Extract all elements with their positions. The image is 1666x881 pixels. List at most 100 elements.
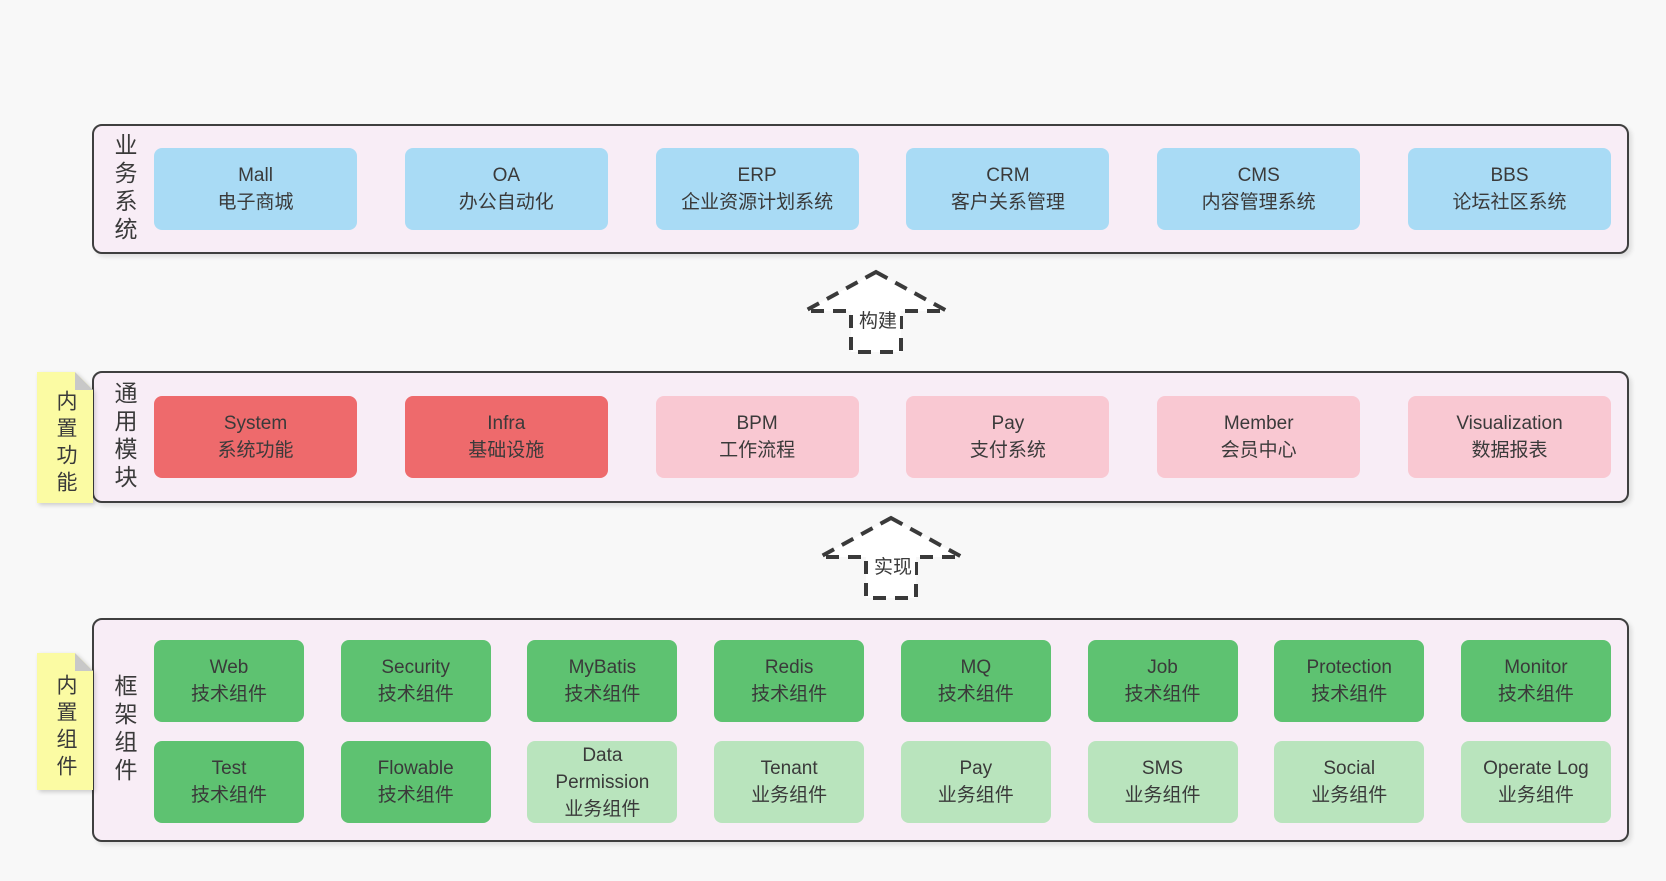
box-mall: Mall 电子商城 — [154, 148, 357, 230]
framework-rows: Web 技术组件 Security 技术组件 MyBatis 技术组件 Redi… — [154, 640, 1611, 823]
box-name: MQ — [960, 657, 992, 678]
box-system: System 系统功能 — [154, 396, 357, 478]
box-visualization: Visualization 数据报表 — [1407, 396, 1611, 478]
box-bbs: BBS 论坛社区系统 — [1407, 148, 1611, 230]
folded-corner-icon — [75, 653, 93, 671]
box-mybatis: MyBatis 技术组件 — [527, 640, 678, 722]
box-pay-biz: Pay 业务组件 — [900, 741, 1051, 823]
box-name: Job — [1147, 657, 1178, 678]
build-arrow-label: 构建 — [855, 306, 901, 333]
box-name: MyBatis — [568, 657, 637, 678]
box-name: Web — [209, 657, 249, 678]
framework-components-layer: 框架组件 Web 技术组件 Security 技术组件 MyBatis 技术组件… — [92, 618, 1629, 842]
framework-row-2: Test 技术组件 Flowable 技术组件 Data Permission … — [154, 741, 1611, 823]
framework-components-label: 框架组件 — [111, 674, 137, 786]
build-arrow: 构建 — [803, 268, 953, 356]
built-in-functions-note: 内置功能 — [37, 372, 93, 503]
box-security: Security 技术组件 — [340, 640, 491, 722]
box-monitor: Monitor 技术组件 — [1460, 640, 1611, 722]
box-crm: CRM 客户关系管理 — [906, 148, 1110, 230]
box-name: System — [223, 413, 288, 434]
box-mq: MQ 技术组件 — [900, 640, 1051, 722]
box-name: Member — [1223, 413, 1294, 434]
box-desc: 业务组件 — [751, 785, 828, 806]
box-desc: 会员中心 — [1220, 440, 1297, 461]
box-name: Protection — [1306, 657, 1392, 678]
box-name: Flowable — [377, 758, 454, 779]
box-desc: 系统功能 — [217, 440, 294, 461]
box-desc: 技术组件 — [751, 684, 828, 705]
box-desc: 内容管理系统 — [1201, 192, 1316, 213]
box-oa: OA 办公自动化 — [404, 148, 608, 230]
box-desc: 办公自动化 — [458, 192, 554, 213]
box-flowable: Flowable 技术组件 — [340, 741, 491, 823]
box-name: Redis — [764, 657, 814, 678]
box-desc: 技术组件 — [564, 684, 641, 705]
box-desc: 业务组件 — [937, 785, 1014, 806]
built-in-components-note: 内置组件 — [37, 653, 93, 790]
box-desc: 技术组件 — [937, 684, 1014, 705]
folded-corner-icon — [75, 372, 93, 390]
implement-arrow: 实现 — [818, 514, 968, 602]
box-name: OA — [492, 165, 521, 186]
box-data-permission: Data Permission 业务组件 — [527, 741, 678, 823]
box-desc: 企业资源计划系统 — [681, 192, 834, 213]
box-name: Infra — [487, 413, 526, 434]
box-test: Test 技术组件 — [154, 741, 304, 823]
business-box-row: Mall 电子商城 OA 办公自动化 ERP 企业资源计划系统 CRM 客户关系… — [154, 126, 1611, 252]
box-name: Operate Log — [1483, 758, 1589, 779]
box-desc: 技术组件 — [1124, 684, 1201, 705]
box-name: Social — [1323, 758, 1376, 779]
box-name: ERP — [737, 165, 777, 186]
box-desc: 电子商城 — [217, 192, 294, 213]
box-member: Member 会员中心 — [1157, 396, 1361, 478]
box-desc: 技术组件 — [377, 684, 454, 705]
box-desc: 数据报表 — [1471, 440, 1548, 461]
box-desc: 客户关系管理 — [950, 192, 1065, 213]
common-modules-layer: 通用模块 System 系统功能 Infra 基础设施 BPM 工作流程 Pay… — [92, 371, 1629, 503]
box-desc: 技术组件 — [377, 785, 454, 806]
box-desc: 工作流程 — [719, 440, 796, 461]
box-desc: 业务组件 — [1311, 785, 1388, 806]
box-name: CMS — [1237, 165, 1280, 186]
box-name: Visualization — [1456, 413, 1563, 434]
box-sms: SMS 业务组件 — [1087, 741, 1238, 823]
box-redis: Redis 技术组件 — [714, 640, 865, 722]
business-systems-layer: 业务系统 Mall 电子商城 OA 办公自动化 ERP 企业资源计划系统 CRM… — [92, 124, 1629, 254]
box-desc: 支付系统 — [969, 440, 1046, 461]
box-infra: Infra 基础设施 — [404, 396, 608, 478]
box-bpm: BPM 工作流程 — [655, 396, 859, 478]
box-name: BBS — [1490, 165, 1529, 186]
box-name: Mall — [238, 165, 273, 186]
box-name: Data Permission — [555, 744, 650, 793]
box-name: Security — [381, 657, 451, 678]
implement-arrow-label: 实现 — [870, 552, 916, 579]
box-desc: 基础设施 — [468, 440, 545, 461]
box-erp: ERP 企业资源计划系统 — [655, 148, 859, 230]
box-pay: Pay 支付系统 — [906, 396, 1110, 478]
box-job: Job 技术组件 — [1087, 640, 1238, 722]
note-text: 内置功能 — [54, 389, 77, 498]
box-cms: CMS 内容管理系统 — [1157, 148, 1361, 230]
box-operate-log: Operate Log 业务组件 — [1460, 741, 1611, 823]
box-name: SMS — [1141, 758, 1184, 779]
box-desc: 论坛社区系统 — [1452, 192, 1567, 213]
box-name: Pay — [959, 758, 993, 779]
box-desc: 技术组件 — [1311, 684, 1388, 705]
box-name: Monitor — [1504, 657, 1568, 678]
box-name: BPM — [736, 413, 778, 434]
box-desc: 技术组件 — [190, 785, 267, 806]
box-web: Web 技术组件 — [154, 640, 304, 722]
framework-row-1: Web 技术组件 Security 技术组件 MyBatis 技术组件 Redi… — [154, 640, 1611, 722]
box-name: CRM — [986, 165, 1030, 186]
box-desc: 业务组件 — [1124, 785, 1201, 806]
modules-box-row: System 系统功能 Infra 基础设施 BPM 工作流程 Pay 支付系统… — [154, 373, 1611, 501]
box-protection: Protection 技术组件 — [1274, 640, 1425, 722]
common-modules-label: 通用模块 — [111, 381, 137, 493]
box-desc: 技术组件 — [1497, 684, 1574, 705]
box-name: Pay — [991, 413, 1025, 434]
box-desc: 业务组件 — [564, 798, 641, 820]
box-social: Social 业务组件 — [1274, 741, 1425, 823]
box-desc: 技术组件 — [190, 684, 267, 705]
